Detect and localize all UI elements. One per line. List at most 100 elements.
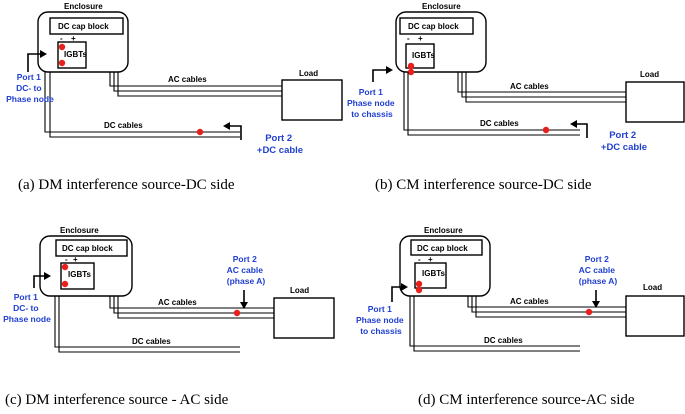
probe-point bbox=[542, 126, 550, 134]
port2-label: Port 2 AC cable (phase A) bbox=[579, 254, 618, 286]
dc-cap-block bbox=[49, 17, 124, 35]
probe-point bbox=[61, 263, 69, 271]
ac-cables-label: AC cables bbox=[158, 298, 197, 307]
dc-cable-line bbox=[44, 72, 240, 133]
dc-cap-block bbox=[399, 17, 474, 35]
panel-d: Enclosure DC cap block - + IGBTs AC cabl… bbox=[356, 226, 685, 408]
arrowhead bbox=[40, 50, 47, 58]
panel-c: Enclosure DC cap block - + IGBTs AC cabl… bbox=[3, 226, 335, 408]
port1-label: Port 1 Phase node to chassis bbox=[356, 304, 406, 336]
arrowhead bbox=[401, 283, 408, 291]
port2-label: Port 2 +DC cable bbox=[257, 133, 303, 156]
probe-point bbox=[415, 286, 423, 294]
port1-arrow bbox=[27, 53, 40, 72]
ac-cables-label: AC cables bbox=[510, 297, 549, 306]
arrowhead bbox=[44, 272, 51, 280]
arrowhead bbox=[223, 122, 230, 130]
probe-point bbox=[58, 43, 66, 51]
plus-sign: + bbox=[418, 34, 423, 43]
port1-label: Port 1 DC- to Phase node bbox=[6, 72, 54, 104]
caption-a: (a) DM interference source-DC side bbox=[18, 177, 235, 193]
arrowhead bbox=[240, 302, 248, 309]
probe-point bbox=[415, 280, 423, 288]
ac-cable-line bbox=[461, 72, 632, 98]
load-box bbox=[625, 295, 685, 337]
dc-cables-label: DC cables bbox=[132, 337, 171, 346]
port2-label: Port 2 +DC cable bbox=[601, 130, 647, 153]
dc-cable-line bbox=[403, 72, 580, 131]
ac-cable-line bbox=[471, 296, 630, 313]
arrowhead bbox=[592, 301, 600, 308]
igbts-label: IGBTs bbox=[64, 50, 88, 59]
panel-a: Enclosure DC cap block - + IGBTs AC cabl… bbox=[6, 2, 343, 193]
probe-point bbox=[233, 309, 241, 317]
load-box bbox=[273, 297, 335, 339]
port1-label: Port 1 DC- to Phase node bbox=[3, 292, 51, 324]
dc-cable-line bbox=[409, 296, 580, 347]
igbts-label: IGBTs bbox=[68, 270, 92, 279]
plus-sign: + bbox=[428, 255, 433, 264]
dc-cap-block-label: DC cap block bbox=[417, 244, 468, 253]
ac-cable-line bbox=[109, 72, 288, 87]
dc-cables-label: DC cables bbox=[484, 336, 523, 345]
arrowhead bbox=[570, 120, 577, 128]
minus-sign: - bbox=[418, 255, 421, 264]
port2-arrow bbox=[577, 123, 588, 138]
load-label: Load bbox=[290, 286, 309, 295]
dc-cap-block-label: DC cap block bbox=[58, 22, 109, 31]
panel-b: Enclosure DC cap block - + IGBTs AC cabl… bbox=[347, 2, 685, 193]
ac-cable-line bbox=[467, 296, 630, 308]
ac-cable-line bbox=[113, 72, 288, 92]
dc-cable-line bbox=[49, 72, 240, 138]
ac-cable-line bbox=[475, 296, 630, 318]
dc-cap-block-label: DC cap block bbox=[62, 244, 113, 253]
minus-sign: - bbox=[407, 34, 410, 43]
dc-cable-line bbox=[413, 296, 580, 352]
enclosure-label: Enclosure bbox=[422, 2, 461, 11]
port1-arrow bbox=[372, 69, 386, 82]
load-label: Load bbox=[299, 69, 318, 78]
dc-cap-block bbox=[410, 239, 483, 256]
probe-point bbox=[585, 308, 593, 316]
minus-sign: - bbox=[60, 34, 63, 43]
dc-cables-label: DC cables bbox=[480, 119, 519, 128]
ac-cables-label: AC cables bbox=[510, 82, 549, 91]
probe-point bbox=[58, 59, 66, 67]
port1-arrow bbox=[33, 275, 44, 288]
igbts-label: IGBTs bbox=[422, 269, 446, 278]
caption-b: (b) CM interference source-DC side bbox=[375, 177, 592, 193]
dc-cap-block bbox=[55, 239, 128, 257]
load-label: Load bbox=[643, 283, 662, 292]
probe-point bbox=[407, 68, 415, 76]
ac-cable-line bbox=[109, 296, 278, 309]
port1-label: Port 1 Phase node to chassis bbox=[347, 87, 397, 119]
igbts-label: IGBTs bbox=[412, 51, 436, 60]
plus-sign: + bbox=[71, 34, 76, 43]
port1-arrow bbox=[391, 286, 401, 302]
enclosure-label: Enclosure bbox=[424, 226, 463, 235]
load-box bbox=[281, 79, 343, 121]
load-label: Load bbox=[640, 70, 659, 79]
port2-label: Port 2 AC cable (phase A) bbox=[227, 254, 266, 286]
enclosure-label: Enclosure bbox=[60, 226, 99, 235]
load-box bbox=[625, 81, 685, 123]
minus-sign: - bbox=[65, 255, 68, 264]
caption-d: (d) CM interference source-AC side bbox=[418, 392, 635, 408]
dc-cable-line bbox=[407, 72, 580, 136]
ac-cable-line bbox=[117, 72, 288, 97]
port2-arrow bbox=[230, 125, 242, 140]
arrowhead bbox=[386, 66, 393, 74]
ac-cables-label: AC cables bbox=[168, 75, 207, 84]
ac-cable-line bbox=[465, 72, 632, 103]
enclosure-label: Enclosure bbox=[64, 2, 103, 11]
ac-cable-line bbox=[457, 72, 632, 93]
caption-c: (c) DM interference source - AC side bbox=[5, 392, 229, 408]
dc-cable-line bbox=[54, 296, 240, 348]
probe-point bbox=[61, 280, 69, 288]
plus-sign: + bbox=[73, 255, 78, 264]
dc-cables-label: DC cables bbox=[104, 121, 143, 130]
ac-cable-line bbox=[113, 296, 278, 314]
ac-cable-line bbox=[117, 296, 278, 319]
